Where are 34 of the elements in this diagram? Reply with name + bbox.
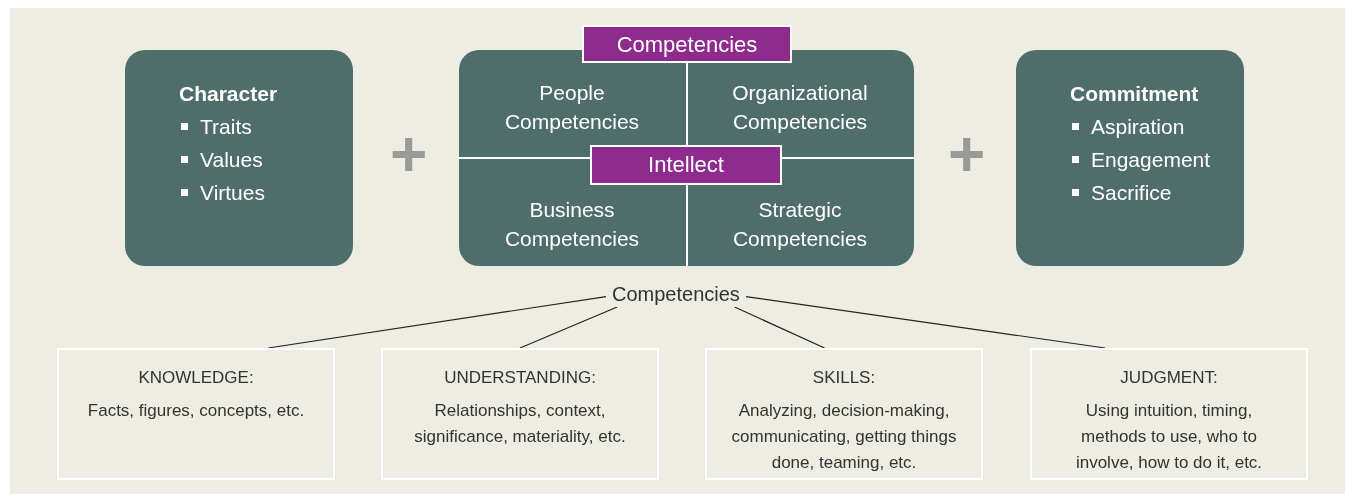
competency-box [1030,348,1308,480]
box-text: Using intuition, timing, methods to use, who to involve, how to do it, etc. [1074,400,1264,474]
quadrant-label: Strategic Competencies [705,195,895,253]
box-heading: KNOWLEDGE: [138,368,254,388]
heading-tab: Competencies [582,25,792,63]
box-heading: JUDGMENT: [1120,368,1218,388]
quadrant-label: People Competencies [477,78,667,136]
trait-card [1016,50,1244,266]
bullet-item: Traits [179,115,252,139]
bullet-item: Virtues [179,181,265,205]
plus-sign: + [390,122,428,186]
box-text: Facts, figures, concepts, etc. [86,400,306,422]
bullet-item: Aspiration [1070,115,1185,139]
box-heading: SKILLS: [812,368,876,388]
bullet-item: Values [179,148,263,172]
box-text: Relationships, context, significance, materiality, etc. [413,400,627,448]
box-heading: UNDERSTANDING: [444,368,596,388]
card-heading: Character [179,82,278,106]
trait-card [125,50,353,266]
quadrant-label: Organizational Competencies [705,78,895,136]
card-heading: Commitment [1070,82,1199,106]
intellect-badge: Intellect [590,145,782,185]
plus-sign: + [948,122,986,186]
competency-box [381,348,659,480]
bullet-item: Sacrifice [1070,181,1172,205]
competency-box [57,348,335,480]
connector-line [734,306,826,349]
quadrant-label: Business Competencies [477,195,667,253]
connector-line [267,296,607,349]
connector-line [519,306,618,349]
competency-box [705,348,983,480]
bullet-item: Engagement [1070,148,1211,172]
connector-line [745,296,1106,349]
box-text: Analyzing, decision-making, communicating, getting things done, teaming, etc. [730,400,958,474]
